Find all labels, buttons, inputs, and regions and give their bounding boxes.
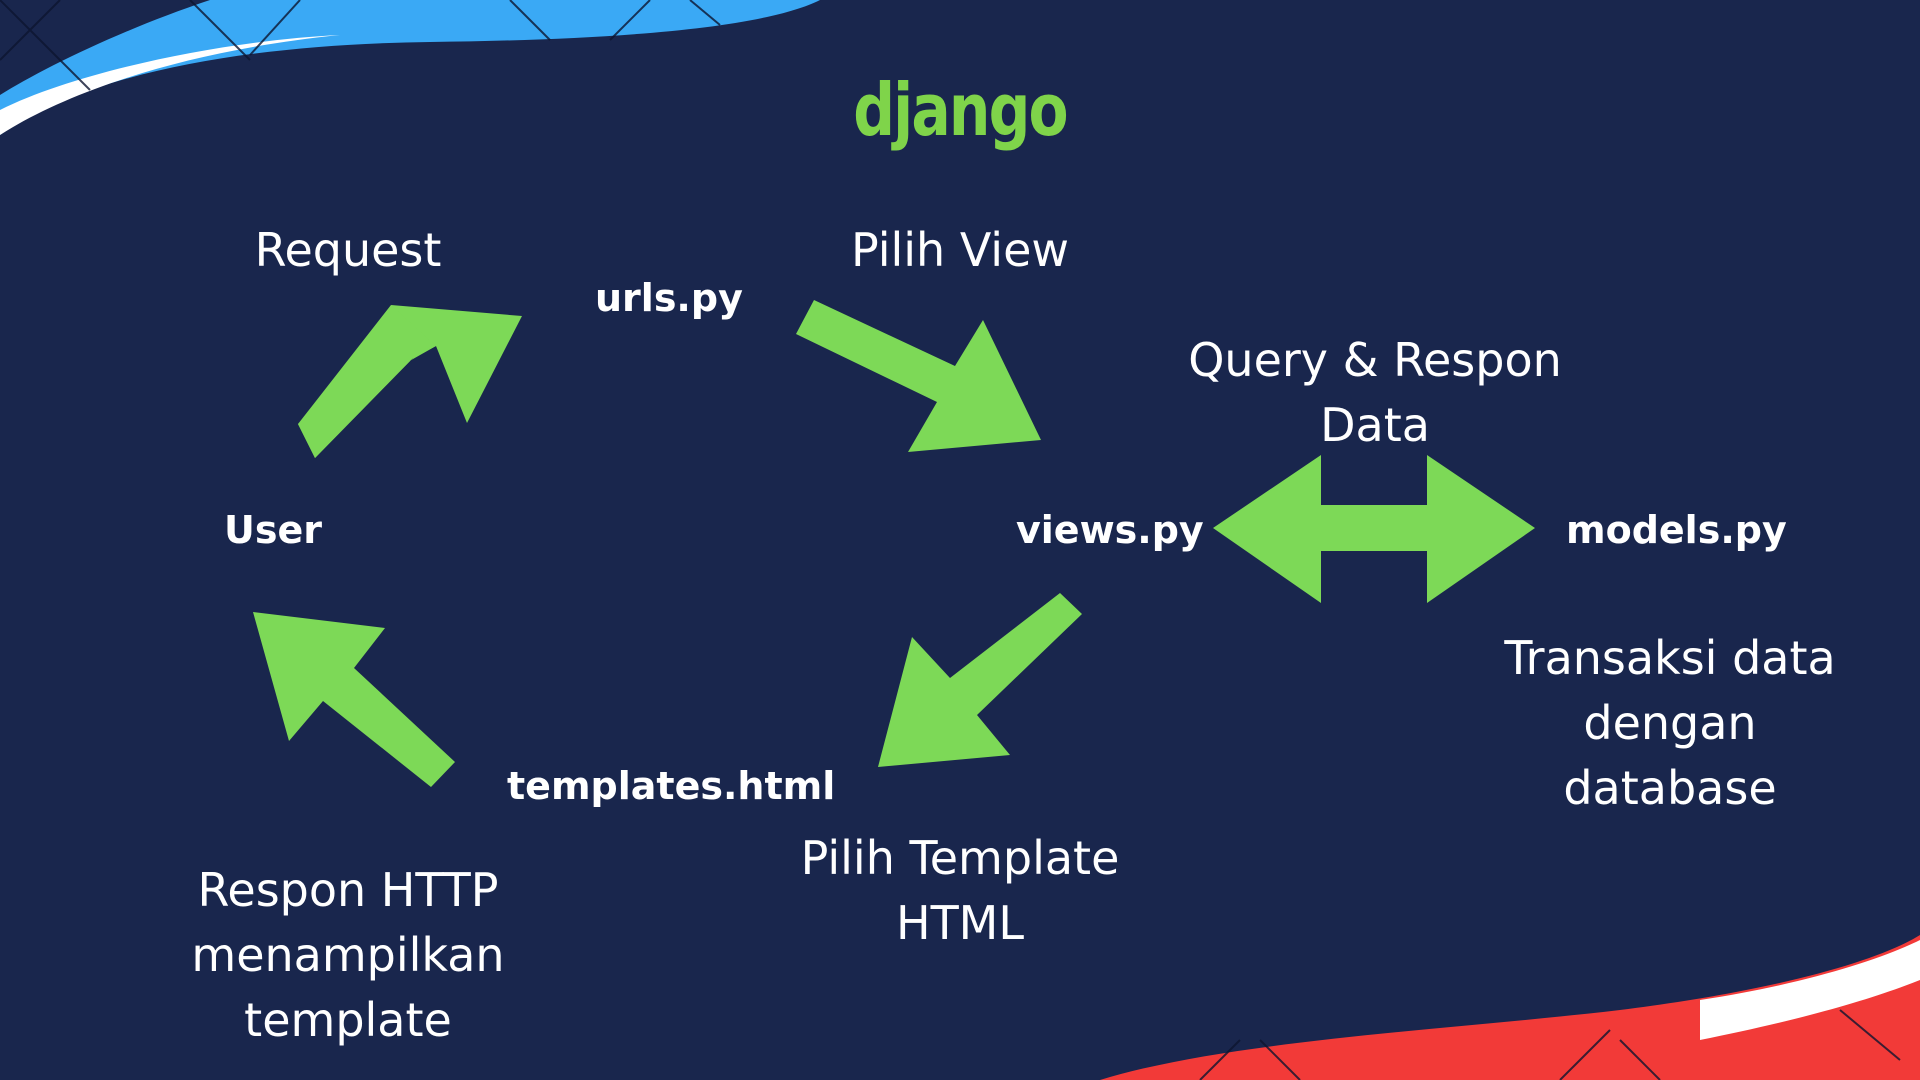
arrow-query-respon xyxy=(1213,455,1535,603)
label-request-text: Request xyxy=(254,223,442,277)
label-query-respon: Query & Respon Data xyxy=(1165,328,1585,458)
arrow-respon-http xyxy=(253,612,455,787)
bottom-right-lines xyxy=(1199,1009,1901,1080)
label-query-respon-line2: Data xyxy=(1320,398,1430,452)
label-respon-http-line2: menampilkan xyxy=(191,928,505,982)
label-pilih-template-line2: HTML xyxy=(895,896,1024,950)
label-pilih-template: Pilih Template HTML xyxy=(770,826,1150,956)
label-transaksi-line2: dengan xyxy=(1583,696,1757,750)
bottom-right-white-swoosh xyxy=(1700,940,1920,1040)
node-urls: urls.py xyxy=(595,276,743,320)
bottom-right-red-swoosh xyxy=(1100,935,1920,1080)
top-left-lines xyxy=(0,0,721,91)
label-query-respon-line1: Query & Respon xyxy=(1188,333,1562,387)
node-models: models.py xyxy=(1566,508,1787,552)
top-left-white-swoosh xyxy=(0,35,340,135)
label-transaksi: Transaksi data dengan database xyxy=(1480,626,1860,821)
arrow-request xyxy=(298,305,522,458)
node-user: User xyxy=(224,508,322,552)
label-transaksi-line3: database xyxy=(1563,761,1777,815)
label-respon-http-line3: template xyxy=(244,993,452,1047)
node-templates: templates.html xyxy=(507,764,836,808)
label-pilih-view-text: Pilih View xyxy=(850,223,1069,277)
top-left-dark-edge xyxy=(0,0,210,95)
label-pilih-template-line1: Pilih Template xyxy=(800,831,1120,885)
label-pilih-view: Pilih View xyxy=(810,218,1110,283)
label-respon-http-line1: Respon HTTP xyxy=(197,863,499,917)
django-logo-title: django xyxy=(853,68,1068,152)
label-respon-http: Respon HTTP menampilkan template xyxy=(158,858,538,1053)
arrow-pilih-view xyxy=(796,300,1041,452)
arrow-pilih-template xyxy=(878,593,1082,767)
node-views: views.py xyxy=(1016,508,1204,552)
label-transaksi-line1: Transaksi data xyxy=(1504,631,1836,685)
label-request: Request xyxy=(218,218,478,283)
